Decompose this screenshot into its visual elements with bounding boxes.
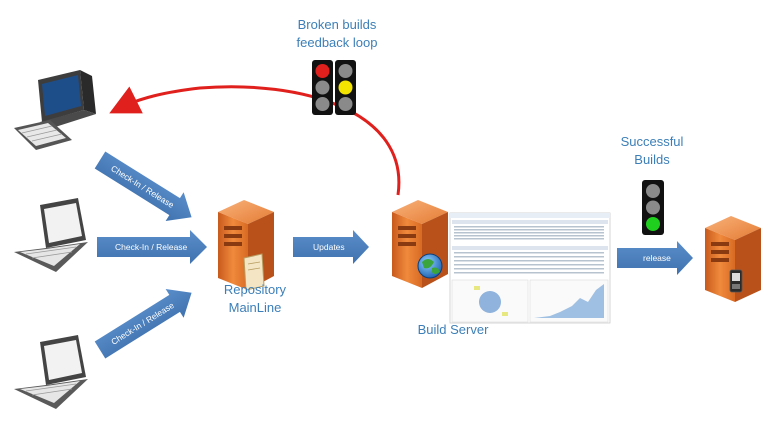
updates-arrow-label: Updates bbox=[313, 242, 345, 252]
repository-line2: MainLine bbox=[228, 300, 282, 315]
release-arrow: release bbox=[617, 241, 693, 275]
laptop-icon bbox=[14, 335, 88, 409]
successful-builds-title: Successful Builds bbox=[602, 133, 702, 169]
checkin-arrow-bottom-label: Check-In / Release bbox=[109, 300, 176, 347]
repository-label: Repository MainLine bbox=[205, 281, 305, 317]
updates-arrow: Updates bbox=[293, 230, 369, 264]
globe-icon bbox=[417, 253, 443, 279]
successful-builds-line2: Builds bbox=[634, 152, 670, 167]
feedback-loop-line1: Broken builds bbox=[297, 17, 377, 32]
release-arrow-label: release bbox=[643, 253, 671, 263]
build-dashboard-screenshot bbox=[449, 212, 611, 324]
checkin-arrow-top: Check-In / Release bbox=[94, 151, 192, 222]
traffic-light-icon bbox=[312, 60, 356, 115]
feedback-loop-line2: feedback loop bbox=[296, 35, 378, 50]
successful-builds-line1: Successful bbox=[620, 134, 684, 149]
checkin-arrow-top-label: Check-In / Release bbox=[109, 163, 176, 210]
laptop-icon bbox=[14, 198, 88, 272]
feedback-loop-title: Broken builds feedback loop bbox=[280, 16, 394, 52]
build-server-icon bbox=[392, 200, 448, 288]
usb-device-icon bbox=[729, 269, 743, 293]
feedback-loop-arrow bbox=[109, 85, 401, 196]
document-icon bbox=[243, 253, 265, 291]
build-server-label: Build Server bbox=[417, 322, 489, 337]
repository-line1: Repository bbox=[223, 282, 287, 297]
desktop-computer-icon bbox=[14, 70, 96, 150]
checkin-arrow-bottom: Check-In / Release bbox=[94, 288, 192, 359]
traffic-light-icon bbox=[642, 180, 664, 235]
checkin-arrow-middle-label: Check-In / Release bbox=[115, 242, 188, 252]
repository-server-icon bbox=[218, 200, 274, 290]
checkin-arrow-middle: Check-In / Release bbox=[97, 230, 207, 264]
